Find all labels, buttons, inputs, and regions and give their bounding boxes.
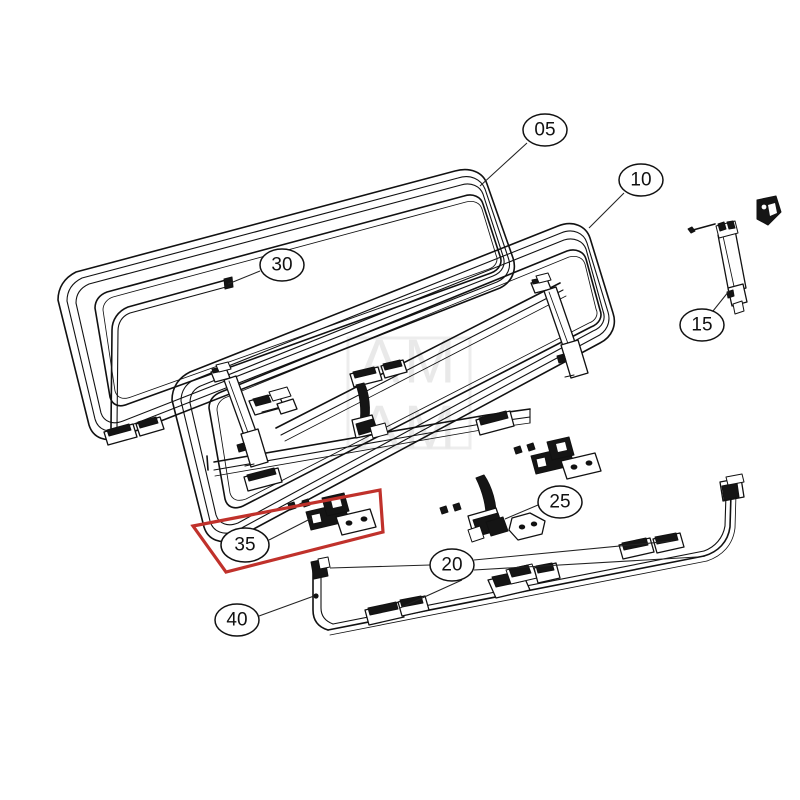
leader-25 xyxy=(504,504,539,520)
leader-40 xyxy=(258,595,315,617)
gas-stay-left xyxy=(210,361,269,468)
callout-40[interactable]: 40 xyxy=(214,603,260,637)
leader-20-b xyxy=(473,540,673,561)
leader-lines xyxy=(227,142,730,617)
red-highlight-box xyxy=(190,488,385,574)
callout-30-label: 30 xyxy=(271,255,292,276)
callout-30[interactable]: 30 xyxy=(259,248,305,282)
outer-frame-clips xyxy=(103,416,165,446)
gas-stay-strut-part xyxy=(687,195,782,315)
inner-frame-clips xyxy=(243,359,515,492)
callout-10[interactable]: 10 xyxy=(618,163,664,197)
leader-20-c xyxy=(473,556,698,571)
leader-20-a xyxy=(329,564,431,569)
callout-25[interactable]: 25 xyxy=(537,485,583,519)
callout-35[interactable]: 35 xyxy=(220,527,270,563)
callout-20[interactable]: 20 xyxy=(429,548,475,582)
leader-05 xyxy=(479,142,528,187)
leader-20-d xyxy=(399,579,463,609)
inner-frame-center-bracket xyxy=(248,386,298,416)
callout-40-label: 40 xyxy=(226,610,247,631)
callout-10-label: 10 xyxy=(630,170,651,191)
latch-handle-inner xyxy=(351,382,389,439)
leader-35 xyxy=(268,517,313,541)
latch-catch-assembly-pair xyxy=(513,436,602,480)
callout-20-label: 20 xyxy=(441,555,462,576)
callout-05-label: 05 xyxy=(534,120,555,141)
rail-slider-clips xyxy=(364,532,685,626)
callout-35-label: 35 xyxy=(234,535,255,556)
callout-15[interactable]: 15 xyxy=(679,308,725,342)
callout-25-label: 25 xyxy=(549,492,570,513)
leader-10 xyxy=(588,192,625,229)
latch-handle-assembly-25 xyxy=(439,474,546,543)
callout-15-label: 15 xyxy=(691,315,712,336)
leader-15 xyxy=(712,290,730,312)
gas-stay-right xyxy=(530,272,589,379)
callout-05[interactable]: 05 xyxy=(522,113,568,147)
leader-30 xyxy=(227,270,261,285)
